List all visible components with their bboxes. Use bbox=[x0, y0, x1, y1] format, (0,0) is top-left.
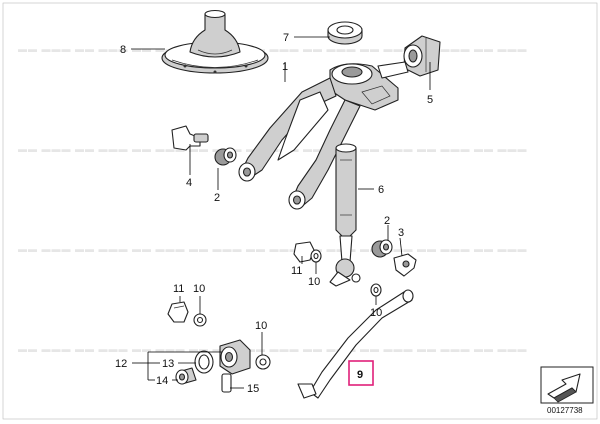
clip-part-11b bbox=[293, 241, 315, 263]
washer-part-10a bbox=[310, 249, 322, 263]
svg-text:▬▬ ▬▬▬ ▬▬ ▬▬▬ ▬▬ ▬▬▬ ▬▬ ▬▬▬ ▬▬: ▬▬ ▬▬▬ ▬▬ ▬▬▬ ▬▬ ▬▬▬ ▬▬ ▬▬▬ ▬▬ ▬▬▬ ▬▬ ▬▬… bbox=[18, 344, 528, 354]
callout-11b: 11 bbox=[291, 265, 302, 277]
highlight-box bbox=[348, 360, 374, 386]
callout-11a: 11 bbox=[173, 283, 184, 295]
callout-15: 15 bbox=[247, 383, 259, 395]
shift-rod-part bbox=[329, 143, 361, 287]
bushing-part bbox=[403, 35, 441, 77]
callout-13: 13 bbox=[162, 358, 174, 370]
callout-2a: 2 bbox=[214, 192, 220, 204]
svg-text:▬▬ ▬▬▬ ▬▬ ▬▬▬ ▬▬ ▬▬▬ ▬▬ ▬▬▬ ▬▬: ▬▬ ▬▬▬ ▬▬ ▬▬▬ ▬▬ ▬▬▬ ▬▬ ▬▬▬ ▬▬ ▬▬▬ ▬▬ ▬▬… bbox=[18, 244, 528, 254]
frame bbox=[2, 2, 598, 420]
view-arrow-icon bbox=[540, 366, 594, 404]
clip-part-3 bbox=[393, 253, 417, 277]
bearing-part-13 bbox=[194, 339, 251, 375]
callout-6: 6 bbox=[378, 184, 384, 196]
watermark: ▬▬ ▬▬▬ ▬▬ ▬▬▬ ▬▬ ▬▬▬ ▬▬ ▬▬▬ ▬▬ ▬▬▬ ▬▬ ▬▬… bbox=[18, 44, 528, 354]
diagram-id: 00127738 bbox=[547, 406, 583, 415]
callout-14: 14 bbox=[156, 375, 168, 387]
callout-labels: 8 7 5 1 4 2 6 2 3 11 10 10 11 10 10 12 1… bbox=[115, 32, 433, 395]
washer-part-10d bbox=[255, 354, 271, 370]
svg-text:▬▬ ▬▬▬ ▬▬ ▬▬▬ ▬▬ ▬▬▬ ▬▬ ▬▬▬ ▬▬: ▬▬ ▬▬▬ ▬▬ ▬▬▬ ▬▬ ▬▬▬ ▬▬ ▬▬▬ ▬▬ ▬▬▬ ▬▬ ▬▬… bbox=[18, 44, 528, 54]
callout-8: 8 bbox=[120, 44, 126, 56]
lower-rod-part bbox=[297, 289, 414, 399]
washer-part-10b bbox=[370, 283, 382, 297]
callout-7: 7 bbox=[283, 32, 289, 44]
callout-10d: 10 bbox=[255, 320, 267, 332]
bush-part-2b bbox=[371, 239, 393, 258]
callout-3: 3 bbox=[398, 227, 404, 239]
callout-4: 4 bbox=[186, 177, 192, 189]
lever-frame-part bbox=[238, 61, 409, 210]
callout-12: 12 bbox=[115, 358, 127, 370]
pin-part-15 bbox=[221, 373, 232, 393]
callout-9-highlight: 9 bbox=[348, 360, 374, 386]
bush-part-14 bbox=[175, 367, 197, 385]
bush-part-2a bbox=[214, 147, 237, 166]
clip-part-11a bbox=[167, 301, 189, 323]
callout-10a: 10 bbox=[308, 276, 320, 288]
leader-lines bbox=[131, 36, 431, 389]
callout-1: 1 bbox=[282, 61, 288, 73]
washer-part-10c bbox=[193, 313, 207, 327]
callout-5: 5 bbox=[427, 94, 433, 106]
callout-10b: 10 bbox=[370, 307, 382, 319]
callout-9: 9 bbox=[357, 369, 363, 381]
clip-part-4 bbox=[171, 125, 209, 151]
boot-part bbox=[161, 9, 269, 74]
callout-2b: 2 bbox=[384, 215, 390, 227]
callout-10c: 10 bbox=[193, 283, 205, 295]
ring-part bbox=[327, 21, 363, 45]
